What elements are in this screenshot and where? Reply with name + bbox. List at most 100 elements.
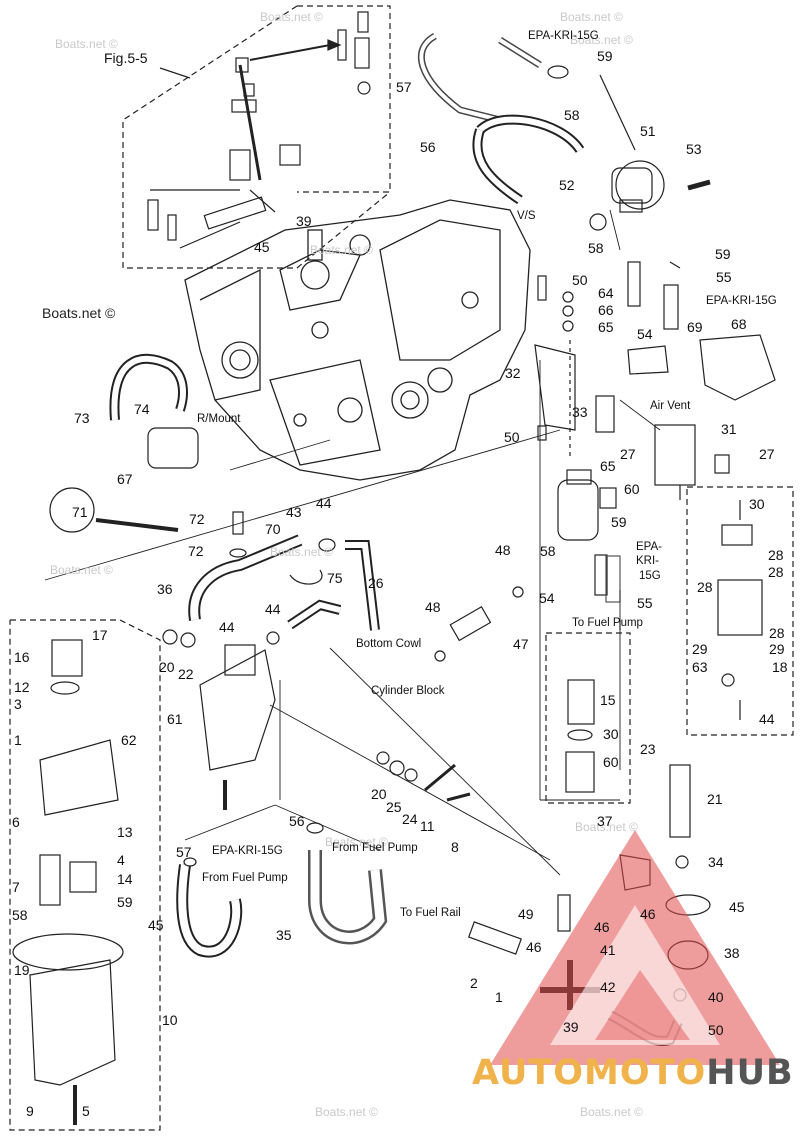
- callout: 11: [420, 818, 435, 834]
- callout: 69: [687, 319, 703, 335]
- callout: 35: [276, 927, 292, 943]
- callout: 46: [594, 919, 610, 935]
- callout: 19: [14, 962, 30, 978]
- vapor-separator-1: [199, 644, 276, 771]
- callout: 50: [708, 1022, 724, 1038]
- callout: 5: [82, 1103, 90, 1119]
- label-from-fuel-pump: From Fuel Pump: [332, 842, 418, 854]
- callout: 37: [597, 813, 613, 829]
- callout: 61: [167, 711, 183, 727]
- callout: 44: [265, 601, 281, 617]
- callout: 59: [715, 246, 731, 262]
- watermark: Boats.net ©: [575, 820, 638, 834]
- callout: 3: [14, 696, 22, 712]
- callout: 60: [624, 481, 640, 497]
- callout: 70: [265, 521, 281, 537]
- callout: 28: [769, 625, 785, 641]
- brand-part2: HUB: [706, 1053, 794, 1093]
- watermark: Boats.net ©: [325, 835, 388, 849]
- watermark: Boats.net ©: [570, 33, 633, 47]
- callout: 30: [749, 496, 765, 512]
- callout: 17: [92, 627, 108, 643]
- callout: 38: [724, 945, 740, 961]
- callout: 6: [12, 814, 20, 830]
- fuel-filter-60: [557, 469, 617, 541]
- callout: 45: [148, 917, 164, 933]
- callout: 74: [134, 401, 150, 417]
- label-rmount: R/Mount: [197, 413, 241, 425]
- callout: 40: [708, 989, 724, 1005]
- callout: 39: [563, 1019, 579, 1035]
- callout: 44: [219, 619, 235, 635]
- callout: 54: [539, 590, 555, 606]
- callout: 50: [572, 272, 588, 288]
- callout: 46: [526, 939, 542, 955]
- callout: 75: [327, 570, 343, 586]
- watermark: Boats.net ©: [315, 1105, 378, 1119]
- callout: 59: [117, 894, 133, 910]
- callout: 20: [371, 786, 387, 802]
- callout: 55: [637, 595, 653, 611]
- callout: 29: [692, 641, 708, 657]
- callout: 72: [188, 543, 204, 559]
- label-to-fuel-rail: To Fuel Rail: [400, 907, 461, 919]
- callout: 45: [729, 899, 745, 915]
- callout: 28: [768, 564, 784, 580]
- callout: 55: [716, 269, 732, 285]
- callout: 39: [296, 213, 312, 229]
- callout: 68: [731, 316, 747, 332]
- callout: 47: [513, 636, 529, 652]
- label-vs: V/S: [517, 210, 536, 222]
- callout: 60: [603, 754, 619, 770]
- callout: 66: [598, 302, 614, 318]
- callout: 45: [254, 239, 270, 255]
- callout: 53: [686, 141, 702, 157]
- callout: 8: [451, 839, 459, 855]
- callout: 63: [692, 659, 708, 675]
- brand-wordmark: AUTOMOTOHUB: [472, 1053, 794, 1093]
- callout: 58: [564, 107, 580, 123]
- callout: 12: [14, 679, 30, 695]
- callout: 44: [759, 711, 775, 727]
- callout: 42: [600, 979, 616, 995]
- callout: 44: [316, 495, 332, 511]
- callout: 56: [420, 139, 436, 155]
- callout: 34: [708, 854, 724, 870]
- callout: 28: [697, 579, 713, 595]
- callout: 41: [600, 942, 616, 958]
- label-to-fuel-pump: To Fuel Pump: [572, 617, 643, 629]
- callout: 50: [504, 429, 520, 445]
- watermark: Boats.net ©: [260, 10, 323, 24]
- callout: 62: [121, 732, 137, 748]
- label-bottom-cowl: Bottom Cowl: [356, 638, 422, 650]
- fuel-pump-51: [611, 160, 711, 213]
- callout: 58: [12, 907, 28, 923]
- label-air-vent: Air Vent: [650, 400, 691, 412]
- callout: 58: [588, 240, 604, 256]
- callout: 49: [518, 906, 534, 922]
- callout: 48: [425, 599, 441, 615]
- callout: 16: [14, 649, 30, 665]
- inset-60-border: [545, 632, 631, 804]
- label-cylinder-block: Cylinder Block: [371, 685, 445, 697]
- callout: 18: [772, 659, 788, 675]
- callout: 27: [759, 446, 775, 462]
- engine-block: [184, 199, 531, 481]
- label-epa: EPA-KRI-15G: [706, 295, 777, 307]
- callout: 21: [707, 791, 723, 807]
- callout: 52: [559, 177, 575, 193]
- watermark: Boats.net ©: [580, 1105, 643, 1119]
- label-epa: KRI-: [636, 555, 659, 567]
- callout: 72: [189, 511, 205, 527]
- callout: 9: [26, 1103, 34, 1119]
- callout: 22: [178, 666, 194, 682]
- callout: 23: [640, 741, 656, 757]
- callout: 29: [769, 641, 785, 657]
- callout: 48: [495, 542, 511, 558]
- label-epa: EPA-KRI-15G: [212, 845, 283, 857]
- label-epa: 15G: [639, 570, 661, 582]
- watermark: Boats.net ©: [560, 10, 623, 24]
- callout: 30: [603, 726, 619, 742]
